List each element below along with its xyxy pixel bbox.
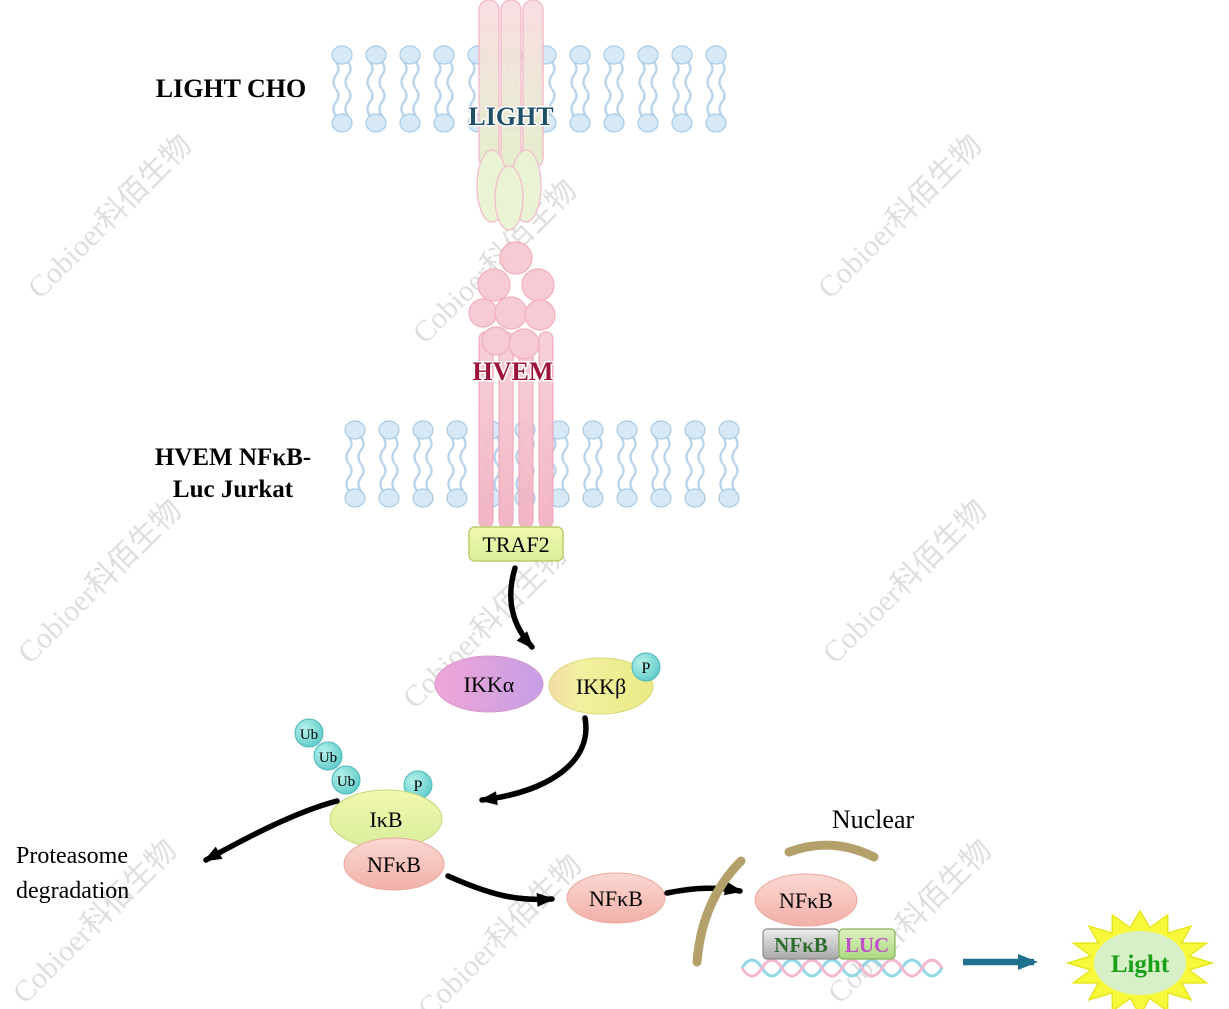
arrow-nfkb-release: [445, 873, 555, 907]
ubiquitin-badge: [294, 718, 324, 748]
ubiquitin-label: Ub: [337, 774, 355, 790]
ikb-label: IκB: [369, 807, 402, 832]
hvem-bead: [521, 268, 555, 302]
ligand-cell-label: LIGHT CHO: [156, 74, 307, 103]
nfkb-cytoplasmic-label: NFκB: [589, 886, 643, 911]
dna-strand-pink: [740, 958, 944, 978]
hvem-bead: [508, 328, 540, 360]
nfkb-nuclear-label: NFκB: [779, 888, 833, 913]
phospho-label: P: [414, 778, 423, 795]
ikk-alpha-ellipse: [434, 655, 544, 713]
ikk-beta-ellipse: [548, 657, 654, 715]
promoter-label: NFκB: [774, 933, 828, 957]
nfkb-cytoplasmic-ellipse: [566, 872, 666, 924]
ubiquitin-badge: [313, 741, 343, 771]
watermark: Cobioer科佰生物: [22, 128, 199, 305]
nfkb-complex-label: NFκB: [367, 852, 421, 877]
nuclear-label: Nuclear: [832, 805, 915, 834]
light-trimer: [476, 0, 544, 231]
nuclear-envelope-arc-top: [784, 840, 879, 862]
nuclear-envelope-arc-left: [692, 856, 746, 967]
phospho-label: P: [642, 660, 651, 677]
hvem-bead: [477, 268, 511, 302]
ubiquitin-label: Ub: [300, 727, 318, 743]
hvem-bead: [524, 299, 556, 331]
watermark: Cobioer科佰生物: [822, 833, 999, 1009]
traf2-label: TRAF2: [482, 532, 549, 557]
proteasome-label-line1: Proteasome: [16, 843, 128, 869]
phospho-badge: [631, 652, 661, 682]
light-label: LIGHT: [468, 102, 553, 131]
hvem-bead: [481, 326, 511, 356]
watermark: Cobioer科佰生物: [12, 493, 189, 670]
arrow-nuclear-import: [664, 881, 743, 896]
nfkb-complex-ellipse: [343, 837, 445, 891]
ubiquitin-badge: [331, 765, 361, 795]
light-tip: [494, 165, 524, 231]
arrow-ikk-to-ikb: [479, 715, 589, 806]
ikk-beta-label: IKKβ: [576, 674, 626, 699]
hvem-bead: [468, 298, 498, 328]
light-subunit: [500, 0, 522, 169]
hvem-bead: [499, 241, 533, 275]
hvem-bead: [494, 296, 528, 330]
proteasome-label-line2: degradation: [16, 878, 129, 904]
hvem-label: HVEM: [473, 357, 554, 386]
arrow-to-proteasome: [203, 798, 340, 863]
luc-box: [838, 928, 896, 960]
traf2-box: [468, 526, 564, 562]
reporter-cell-label-line2: Luc Jurkat: [173, 476, 294, 503]
light-output-glow: [1094, 931, 1186, 995]
luc-label: LUC: [845, 933, 889, 957]
reporter-cell-label-line1: HVEM NFκB-: [155, 444, 311, 471]
ubiquitin-label: Ub: [319, 750, 337, 766]
ikk-alpha-label: IKKα: [464, 672, 515, 697]
light-output-label: Light: [1111, 951, 1170, 978]
watermark: Cobioer科佰生物: [817, 493, 994, 670]
arrow-traf2-to-ikk: [507, 565, 535, 650]
light-subunit: [478, 0, 500, 169]
watermark: Cobioer科佰生物: [812, 128, 989, 305]
light-subunit: [522, 0, 544, 169]
nfkb-nuclear-ellipse: [754, 873, 858, 927]
